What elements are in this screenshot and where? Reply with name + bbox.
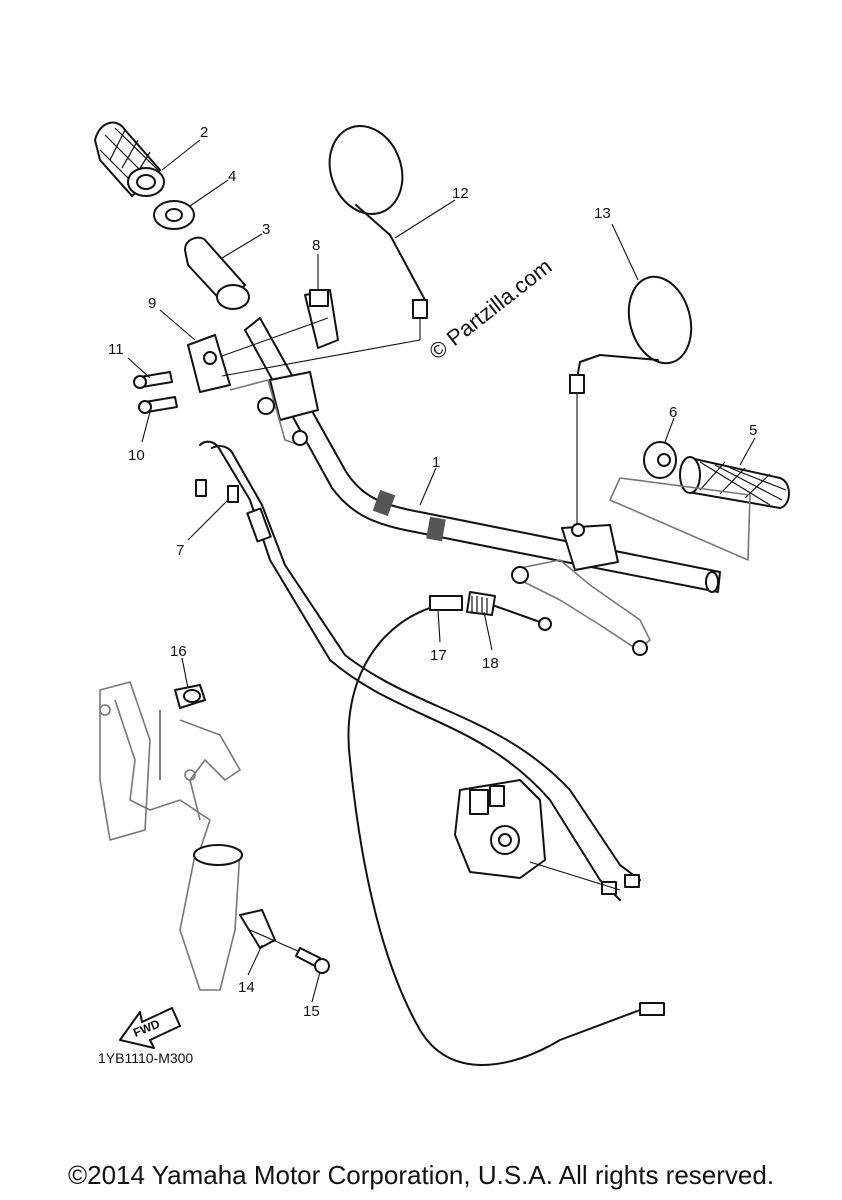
guide-bolt [295, 947, 330, 974]
callout-8: 8 [312, 237, 320, 254]
throttle-housing-cap [304, 289, 339, 349]
callout-1: 1 [432, 454, 440, 471]
throttle-body [454, 779, 621, 891]
starter-cable [347, 591, 665, 1066]
callout-12: 12 [452, 185, 469, 202]
watermark: © Partzilla.com [424, 254, 556, 365]
left-grip [94, 121, 165, 197]
callout-9: 9 [148, 295, 156, 312]
left-handlebar-holder [229, 371, 319, 446]
fwd-arrow-icon: FWD [119, 1007, 181, 1049]
callout-16: 16 [170, 643, 187, 660]
callout-2: 2 [200, 124, 208, 141]
callout-6: 6 [669, 404, 677, 421]
callout-17: 17 [430, 647, 447, 664]
callout-10: 10 [128, 447, 145, 464]
throttle-housing [187, 317, 421, 393]
copyright-footer: ©2014 Yamaha Motor Corporation, U.S.A. A… [67, 1160, 775, 1190]
callout-13: 13 [594, 205, 611, 222]
grip-end-washer [643, 441, 677, 479]
callout-4: 4 [228, 168, 236, 185]
right-clamp-and-lever [511, 523, 651, 656]
callout-15: 15 [303, 1003, 320, 1020]
handlebar [244, 317, 721, 593]
callout-7: 7 [176, 542, 184, 559]
callout-18: 18 [482, 655, 499, 672]
mirror-left [328, 125, 428, 340]
right-grip [609, 456, 790, 561]
throttle-grip-tube [184, 236, 250, 310]
cable-guide [239, 909, 301, 953]
callout-11: 11 [108, 341, 124, 358]
callout-numbers: 2 4 3 8 9 11 10 12 13 6 5 1 7 17 18 16 1… [108, 124, 757, 1020]
throttle-cable-assembly [195, 440, 641, 901]
mirror-right [569, 275, 693, 525]
frame-bracket [99, 681, 241, 851]
reference-code: 1YB1110-M300 [98, 1050, 194, 1066]
callout-leaders [127, 139, 756, 1003]
callout-3: 3 [262, 221, 270, 238]
callout-5: 5 [749, 422, 757, 439]
callout-14: 14 [238, 979, 255, 996]
fork-tube [179, 844, 243, 991]
housing-screws [133, 371, 178, 414]
